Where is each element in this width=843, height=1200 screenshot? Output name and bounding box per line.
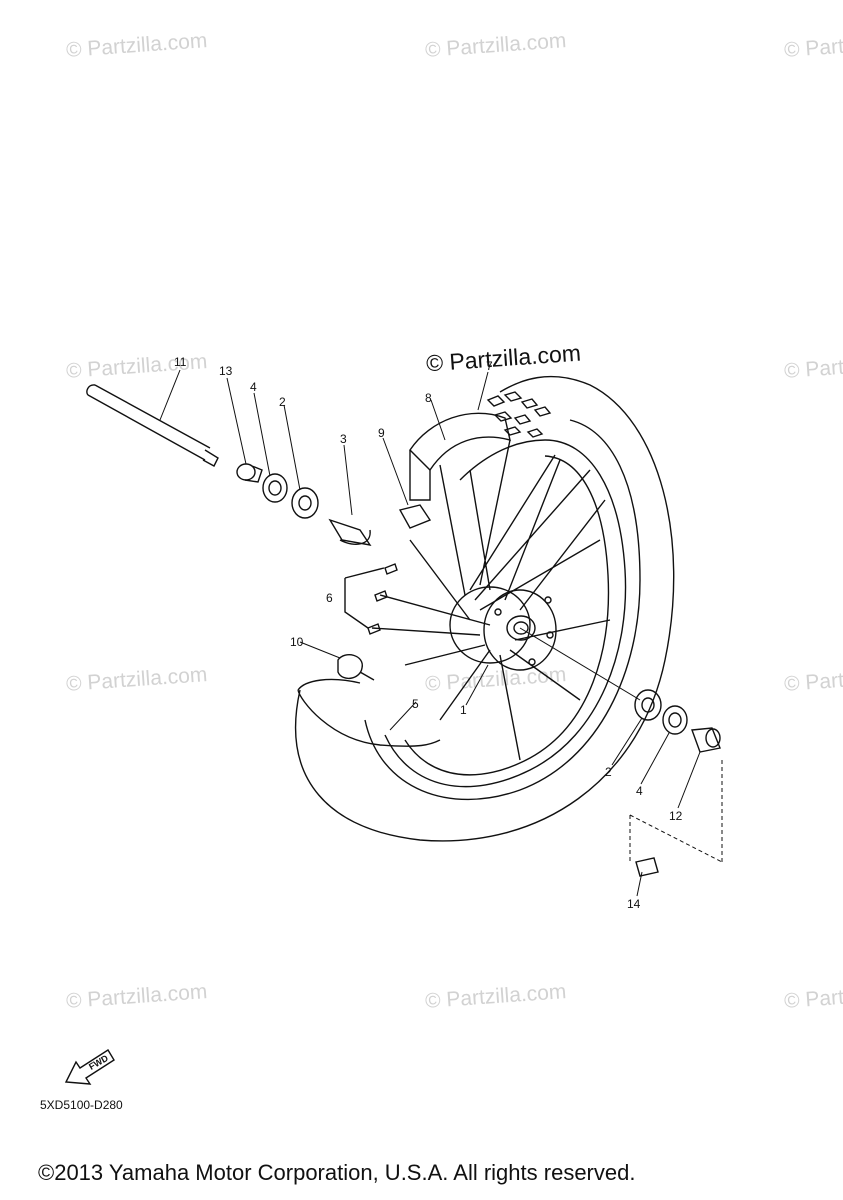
rim-inner <box>404 455 610 776</box>
callout-6: 6 <box>326 591 333 605</box>
callout-5: 5 <box>412 697 419 711</box>
spoke-nipples <box>367 563 398 635</box>
hub <box>449 586 531 664</box>
axle <box>86 384 219 467</box>
fwd-label: FWD <box>87 1053 110 1072</box>
bearing-2-left <box>291 487 319 519</box>
callout-4: 4 <box>636 784 643 798</box>
callout-9: 9 <box>378 426 385 440</box>
tread-blocks <box>486 391 552 438</box>
fwd-arrow-icon: FWD <box>64 1049 115 1085</box>
callout-12: 12 <box>669 809 683 823</box>
copyright-notice: ©2013 Yamaha Motor Corporation, U.S.A. A… <box>38 1160 636 1185</box>
callout-7: 7 <box>486 359 493 373</box>
diagram-code: 5XD5100-D280 <box>40 1098 123 1112</box>
callout-14: 14 <box>627 897 641 911</box>
callout-13: 13 <box>219 364 233 378</box>
rim-lock <box>398 504 432 529</box>
valve-10 <box>337 654 375 681</box>
callout-1: 1 <box>460 703 467 717</box>
callout-2: 2 <box>605 765 612 779</box>
rim-band <box>409 412 511 472</box>
collar-12 <box>691 727 721 753</box>
callout-10: 10 <box>290 635 304 649</box>
collar-14 <box>635 857 659 877</box>
rim-outer <box>384 439 627 788</box>
hub-bore <box>506 615 536 641</box>
tire-inner-edge <box>364 419 641 801</box>
callout-2: 2 <box>279 395 286 409</box>
callout-11: 11 <box>174 355 187 369</box>
rim-band-end <box>409 450 431 501</box>
tire-outline <box>295 375 675 842</box>
hub-flange <box>483 589 557 671</box>
spacer-3 <box>328 518 372 546</box>
callout-4: 4 <box>250 380 257 394</box>
callout-3: 3 <box>340 432 347 446</box>
bearing-2-right <box>634 689 662 721</box>
callout-8: 8 <box>425 391 432 405</box>
oil-seal-4-left <box>262 473 288 503</box>
tube-band <box>297 678 441 747</box>
oil-seal-4-right <box>662 705 688 735</box>
spokes <box>371 439 611 761</box>
